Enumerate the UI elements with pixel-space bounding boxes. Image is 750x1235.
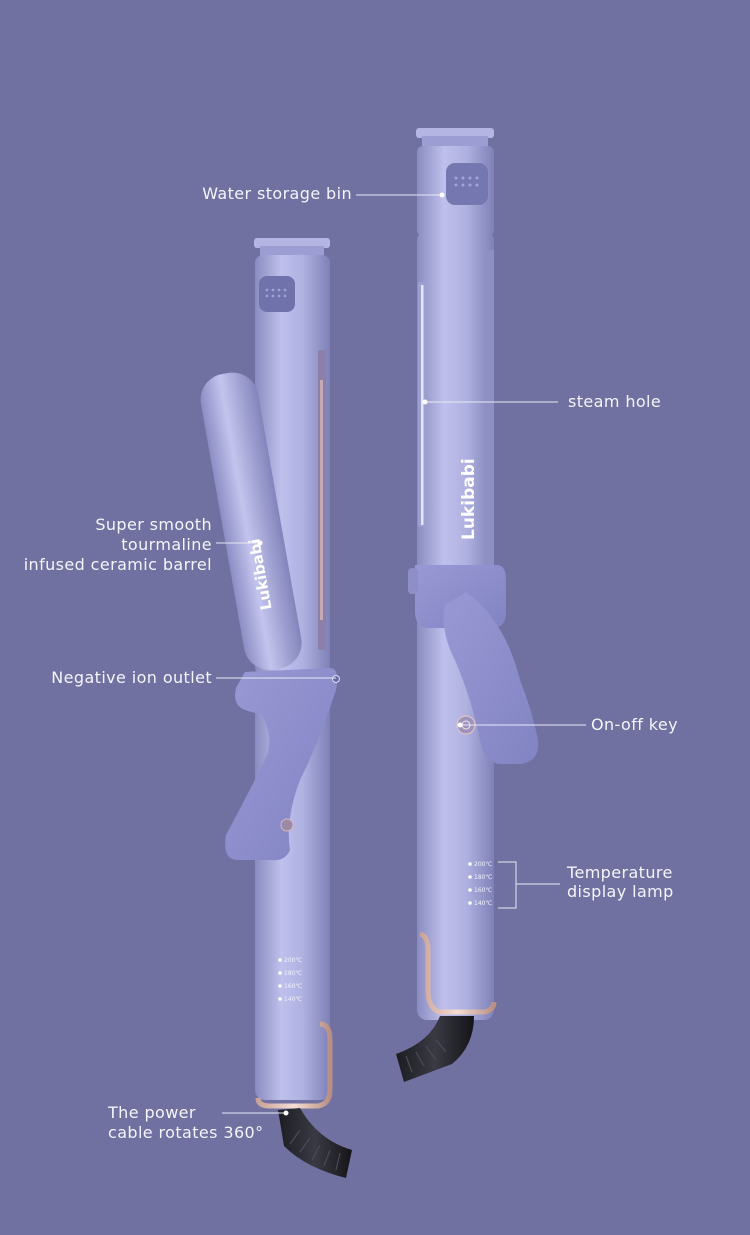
left-water-bin-button	[259, 276, 295, 312]
right-top-cap	[416, 128, 494, 138]
callout-temp-lamp-line2: display lamp	[567, 882, 674, 901]
right-clamp-lever	[443, 592, 539, 764]
right-temperature-lamps: 200℃ 180℃ 160℃ 140℃	[468, 861, 492, 907]
left-clamp-lever	[225, 668, 338, 861]
temp-label: 160℃	[284, 983, 302, 990]
temp-label: 140℃	[474, 900, 492, 907]
callout-water-storage-bin: Water storage bin	[202, 184, 352, 203]
callout-barrel-line1: Super smooth	[95, 515, 212, 534]
right-power-cable	[396, 1016, 474, 1082]
right-brand-logo: Lukibabi	[459, 458, 479, 540]
callout-temp-lamp-line1: Temperature	[567, 863, 673, 882]
left-ion-outlet	[332, 675, 340, 683]
temp-label: 200℃	[284, 957, 302, 964]
callout-on-off-key: On-off key	[591, 715, 678, 734]
left-temperature-lamps: 200℃ 180℃ 160℃ 140℃	[278, 957, 302, 1003]
temp-label: 200℃	[474, 861, 492, 868]
temp-label: 160℃	[474, 887, 492, 894]
callout-lines	[216, 194, 586, 1114]
right-barrel	[417, 232, 494, 582]
callout-power-cable-line2: cable rotates 360°	[108, 1123, 264, 1142]
temp-label: 140℃	[284, 996, 302, 1003]
left-power-cable	[278, 1108, 352, 1178]
left-barrel	[200, 372, 302, 670]
left-curling-iron: Lukibabi 200℃ 180℃ 160℃ 140℃	[200, 238, 352, 1178]
temp-label: 180℃	[474, 874, 492, 881]
callout-negative-ion-outlet: Negative ion outlet	[51, 668, 212, 687]
callout-barrel-line2: tourmaline	[121, 535, 212, 554]
callout-barrel-line3: infused ceramic barrel	[23, 555, 212, 574]
callout-power-cable-line1: The power	[108, 1103, 196, 1122]
temp-label: 180℃	[284, 970, 302, 977]
callout-steam-hole: steam hole	[568, 392, 662, 411]
right-curling-iron: Lukibabi 200℃ 180℃ 160℃ 140℃	[396, 128, 539, 1082]
left-top-cap	[254, 238, 330, 248]
right-water-bin-button	[446, 163, 488, 205]
